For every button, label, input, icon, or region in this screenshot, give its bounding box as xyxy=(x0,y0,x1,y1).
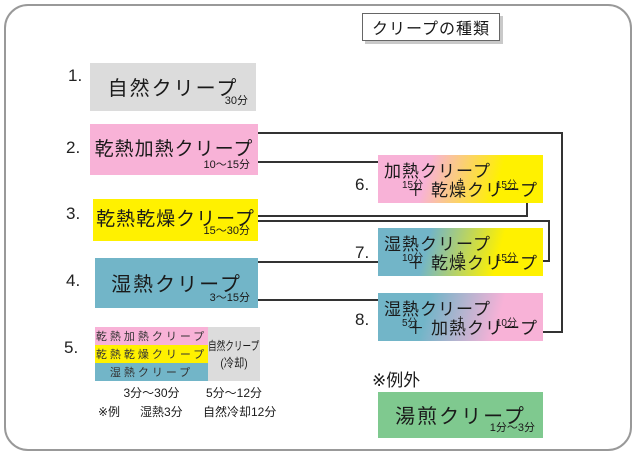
note-example-b: 自然冷却12分 xyxy=(203,405,277,419)
item-6-number: 6. xyxy=(355,175,370,194)
box-natural-creep: 自然クリープ 30分 xyxy=(90,63,256,111)
combo-7-times: 10分 + 15分 xyxy=(378,249,543,264)
stack-row-dry-drying: 乾熱乾燥クリープ xyxy=(95,345,208,363)
box-moist-heat-creep: 湿熱クリープ 3～15分 xyxy=(95,258,258,308)
connector-line-2-to-8-end xyxy=(543,331,563,333)
combo-8-line2: ＋ 加熱クリープ xyxy=(407,319,538,338)
combo-7-time2: 15分 xyxy=(495,253,517,264)
box-combo-moist-drying: 湿熱クリープ 10分 + 15分 ＋ 乾燥クリープ xyxy=(378,228,543,276)
combo-7-time1: 10分 xyxy=(402,253,424,264)
item-5-number: 5. xyxy=(64,338,79,357)
box-natural-creep-label: 自然クリープ xyxy=(107,78,239,100)
connector-line-3-to-7-top xyxy=(258,220,550,222)
note-example-a: 湿熱3分 xyxy=(140,405,183,419)
box-dry-drying-creep: 乾熱乾燥クリープ 15～30分 xyxy=(93,199,258,241)
page-title: クリープの種類 xyxy=(362,13,500,41)
combo-8-time2: 10分 xyxy=(495,318,517,329)
box-dry-heat-creep-duration: 10～15分 xyxy=(203,159,250,171)
combo-6-times: 15分 + 15分 xyxy=(378,176,543,191)
box-combo-heat-drying: 加熱クリープ 15分 + 15分 ＋ 乾燥クリープ xyxy=(378,155,543,203)
box-dry-drying-creep-duration: 15～30分 xyxy=(203,225,250,237)
combo-6-time1: 15分 xyxy=(402,180,424,191)
combo-8-time1: 5分 xyxy=(402,318,418,329)
box-natural-cooling-sub: (冷却) xyxy=(220,356,248,370)
combo-6-time2: 15分 xyxy=(495,180,517,191)
combo-7-line1: 湿熱クリープ xyxy=(384,235,491,254)
combo-8-plus: + xyxy=(457,314,464,325)
combo-6-line2: ＋ 乾燥クリープ xyxy=(407,181,538,200)
connector-line-2-to-6 xyxy=(258,161,378,163)
box-moist-heat-creep-label: 湿熱クリープ xyxy=(111,274,242,296)
box-dry-heat-creep-label: 乾熱加熱クリープ xyxy=(94,139,254,160)
connector-line-4-to-8 xyxy=(258,299,378,301)
item-4-number: 4. xyxy=(66,271,81,290)
connector-line-2-to-8-top xyxy=(258,132,563,134)
connector-line-3-to-7-right xyxy=(548,220,550,262)
box-moist-heat-creep-duration: 3～15分 xyxy=(209,292,250,304)
side-duration: 5分～12分 xyxy=(205,386,263,400)
connector-line-4-to-7 xyxy=(258,261,378,263)
item-2-number: 2. xyxy=(66,138,81,157)
stack-duration: 3分～30分 xyxy=(123,386,180,400)
item-1-number: 1. xyxy=(68,66,83,85)
box-natural-creep-duration: 30分 xyxy=(224,95,248,107)
box-combo-moist-heat: 湿熱クリープ 5分 + 10分 ＋ 加熱クリープ xyxy=(378,293,543,341)
combo-6-plus: + xyxy=(457,176,464,187)
stack-row-dry-heat: 乾熱加熱クリープ xyxy=(95,327,208,345)
combo-8-line1: 湿熱クリープ xyxy=(384,300,491,319)
combo-6-line1: 加熱クリープ xyxy=(384,162,491,181)
box-hot-water-creep: 湯煎クリープ 1分～3分 xyxy=(378,392,543,438)
connector-line-3-to-6 xyxy=(258,215,528,217)
box-dry-heat-creep: 乾熱加熱クリープ 10～15分 xyxy=(90,124,258,175)
item-3-number: 3. xyxy=(66,204,81,223)
exception-label: ※例外 xyxy=(372,371,421,390)
box-stack-group: 乾熱加熱クリープ 乾熱乾燥クリープ 湿熱クリープ xyxy=(95,327,208,381)
connector-line-6-drop xyxy=(526,203,528,217)
item-8-number: 8. xyxy=(355,310,370,329)
box-dry-drying-creep-label: 乾熱乾燥クリープ xyxy=(96,209,255,230)
note-prefix: ※例 xyxy=(98,405,121,419)
connector-line-2-to-8-right xyxy=(561,132,563,333)
connector-line-3-to-7-end xyxy=(543,260,550,262)
box-hot-water-creep-duration: 1分～3分 xyxy=(489,422,535,434)
stack-row-moist-heat: 湿熱クリープ xyxy=(95,363,208,381)
box-natural-cooling-label: 自然クリープ xyxy=(208,339,260,353)
item-7-number: 7. xyxy=(355,243,370,262)
box-hot-water-creep-label: 湯煎クリープ xyxy=(395,406,526,428)
combo-7-plus: + xyxy=(457,249,464,260)
box-natural-cooling: 自然クリープ (冷却) xyxy=(208,327,260,381)
outer-frame xyxy=(4,4,632,451)
combo-8-times: 5分 + 10分 xyxy=(378,314,543,329)
combo-7-line2: ＋ 乾燥クリープ xyxy=(407,254,538,273)
